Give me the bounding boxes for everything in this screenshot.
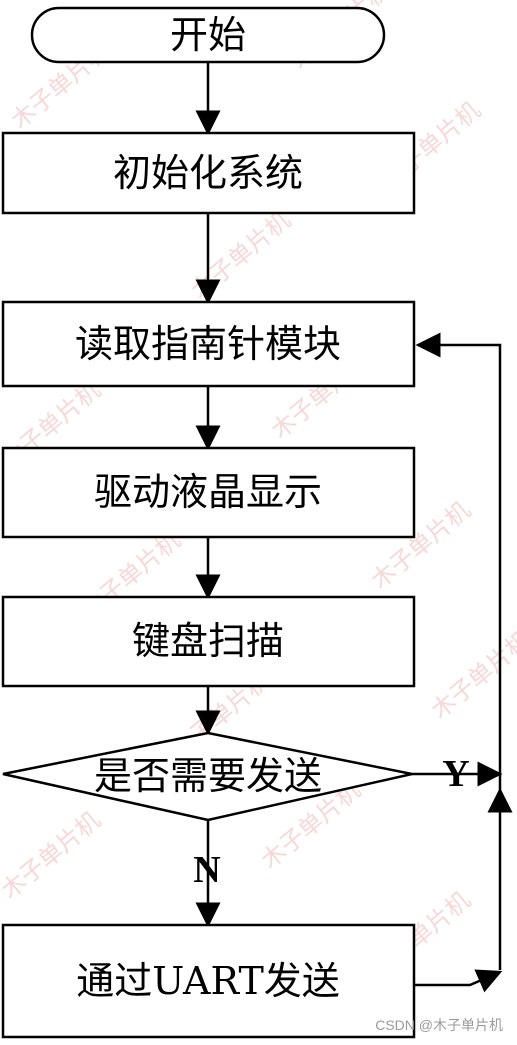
- init-label: 初始化系统: [113, 151, 303, 195]
- source-credit: CSDN @木子单片机: [375, 1017, 503, 1033]
- display-label: 驱动液晶显示: [94, 470, 322, 514]
- read-compass-box: [1, 300, 416, 388]
- init-box: [1, 131, 416, 215]
- read-compass-label: 读取指南针模块: [75, 322, 341, 366]
- keyboard-scan-label: 键盘扫描: [132, 619, 284, 663]
- keyboard-scan-box: [1, 595, 416, 688]
- start-label: 开始: [170, 13, 246, 57]
- display-box: [1, 446, 416, 539]
- decision-diamond: [2, 731, 413, 822]
- uart-send-box: [1, 923, 416, 1039]
- arrow-loop-to-read: [415, 332, 502, 790]
- yes-branch-label: Y: [442, 753, 469, 795]
- arrow-send-to-loop: [412, 969, 503, 993]
- decision-label: 是否需要发送: [94, 754, 322, 798]
- watermark: 木子单片机: [426, 626, 517, 725]
- connectors: [195, 62, 513, 993]
- uart-send-label: 通过UART发送: [76, 959, 340, 1003]
- start-terminal: [30, 6, 386, 64]
- no-branch-label: N: [193, 849, 220, 891]
- watermark: 木子单片机: [0, 806, 106, 905]
- watermark: 木子单片机: [186, 206, 296, 305]
